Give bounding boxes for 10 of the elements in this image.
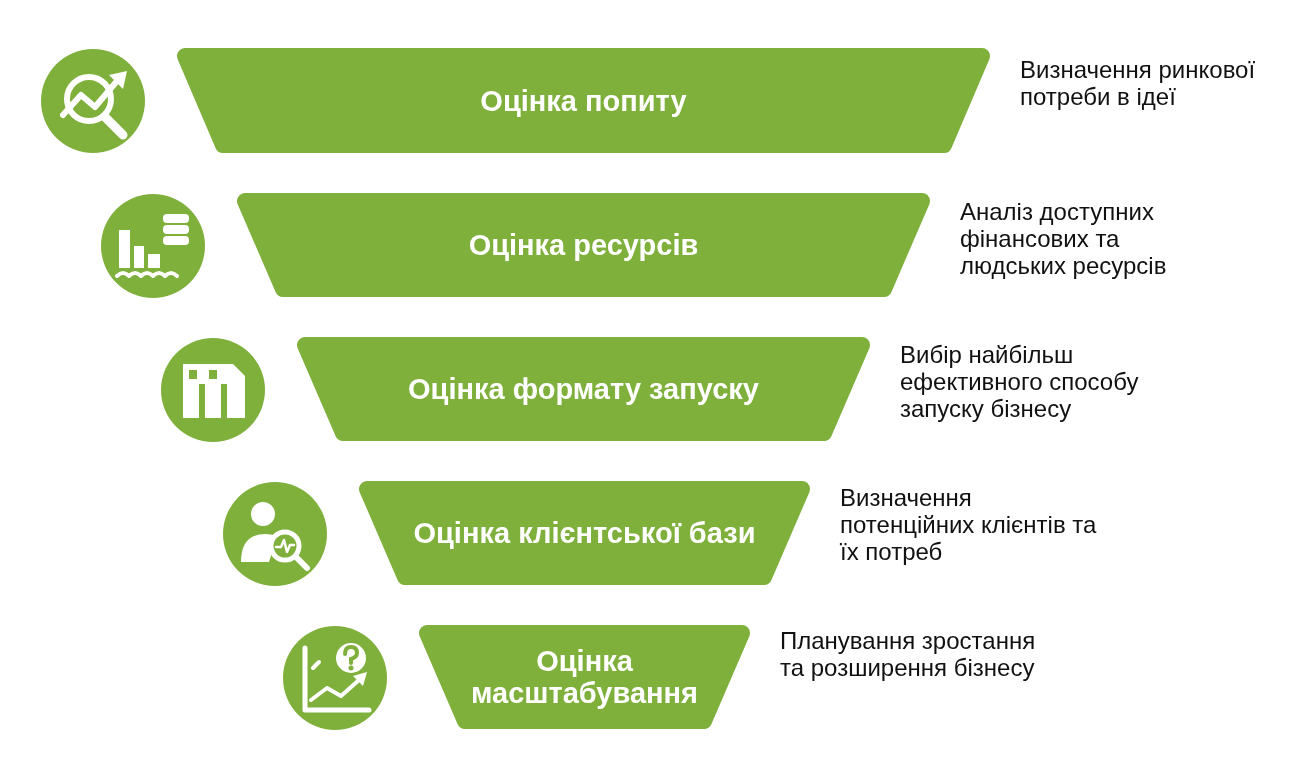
- stage-title: Оцінка ресурсів: [468, 229, 699, 261]
- stage-description: Аналіз доступних фінансових та людських ресурсів: [960, 198, 1168, 279]
- stage-description: Планування зростання та розширення бізнесу: [780, 627, 1037, 681]
- stage-title: Оцінка попиту: [480, 84, 687, 117]
- stage-description: Визначення потенційних клієнтів та їх потреб: [840, 484, 1098, 565]
- stage-title: Оцінка формату запуску: [408, 373, 759, 405]
- stage-description: Визначення ринкової потреби в ідеї: [1020, 56, 1257, 110]
- stage-title: Оцінка масштабування: [470, 645, 699, 709]
- stage-title: Оцінка клієнтської бази: [413, 517, 756, 549]
- stage-description: Вибір найбільш ефективного способу запуску бізнесу: [900, 341, 1140, 422]
